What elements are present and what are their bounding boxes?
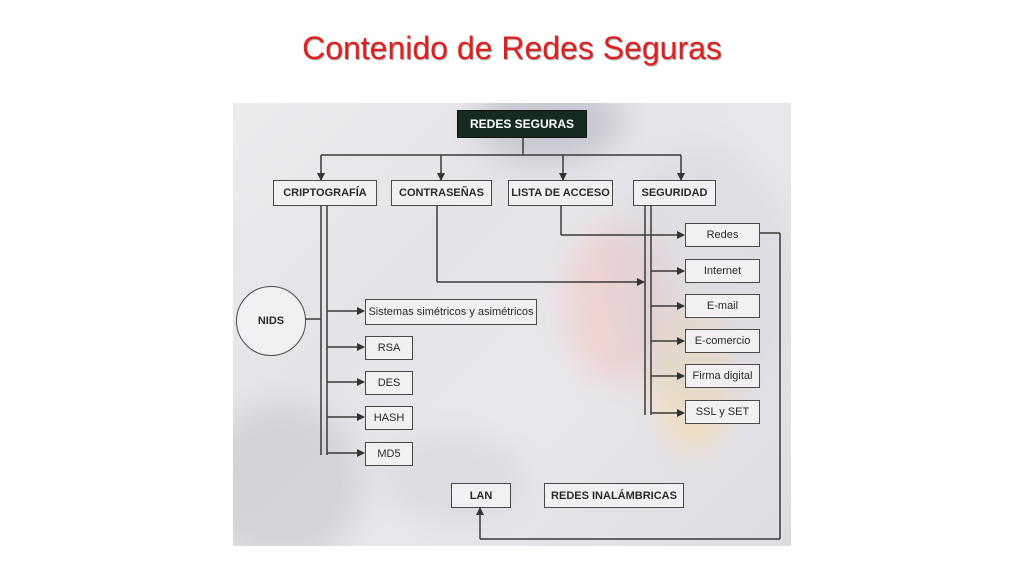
node-md5: MD5 [365, 442, 413, 466]
node-ssl-y-set: SSL y SET [685, 400, 760, 424]
node-rsa: RSA [365, 336, 413, 360]
node-sistemas-simetricos: Sistemas simétricos y asimétricos [365, 299, 537, 325]
background-glow [563, 223, 673, 383]
node-hash: HASH [365, 406, 413, 430]
node-redes: Redes [685, 223, 760, 247]
diagram-photo: REDES SEGURAS CRIPTOGRAFÍA CONTRASEÑAS L… [233, 103, 791, 546]
node-internet: Internet [685, 259, 760, 283]
node-ecomercio: E-comercio [685, 329, 760, 353]
node-nids: NIDS [236, 286, 306, 356]
node-firma-digital: Firma digital [685, 364, 760, 388]
node-des: DES [365, 371, 413, 395]
node-email: E-mail [685, 294, 760, 318]
node-lan: LAN [451, 483, 511, 508]
node-seguridad: SEGURIDAD [633, 180, 716, 206]
slide-title: Contenido de Redes Seguras [302, 30, 722, 66]
node-criptografia: CRIPTOGRAFÍA [273, 180, 377, 206]
connector-lines [305, 138, 781, 540]
node-contrasenas: CONTRASEÑAS [391, 180, 492, 206]
node-lista-de-acceso: LISTA DE ACCESO [508, 180, 613, 206]
node-redes-inalambricas: REDES INALÁMBRICAS [544, 483, 684, 508]
node-redes-seguras: REDES SEGURAS [457, 110, 587, 138]
